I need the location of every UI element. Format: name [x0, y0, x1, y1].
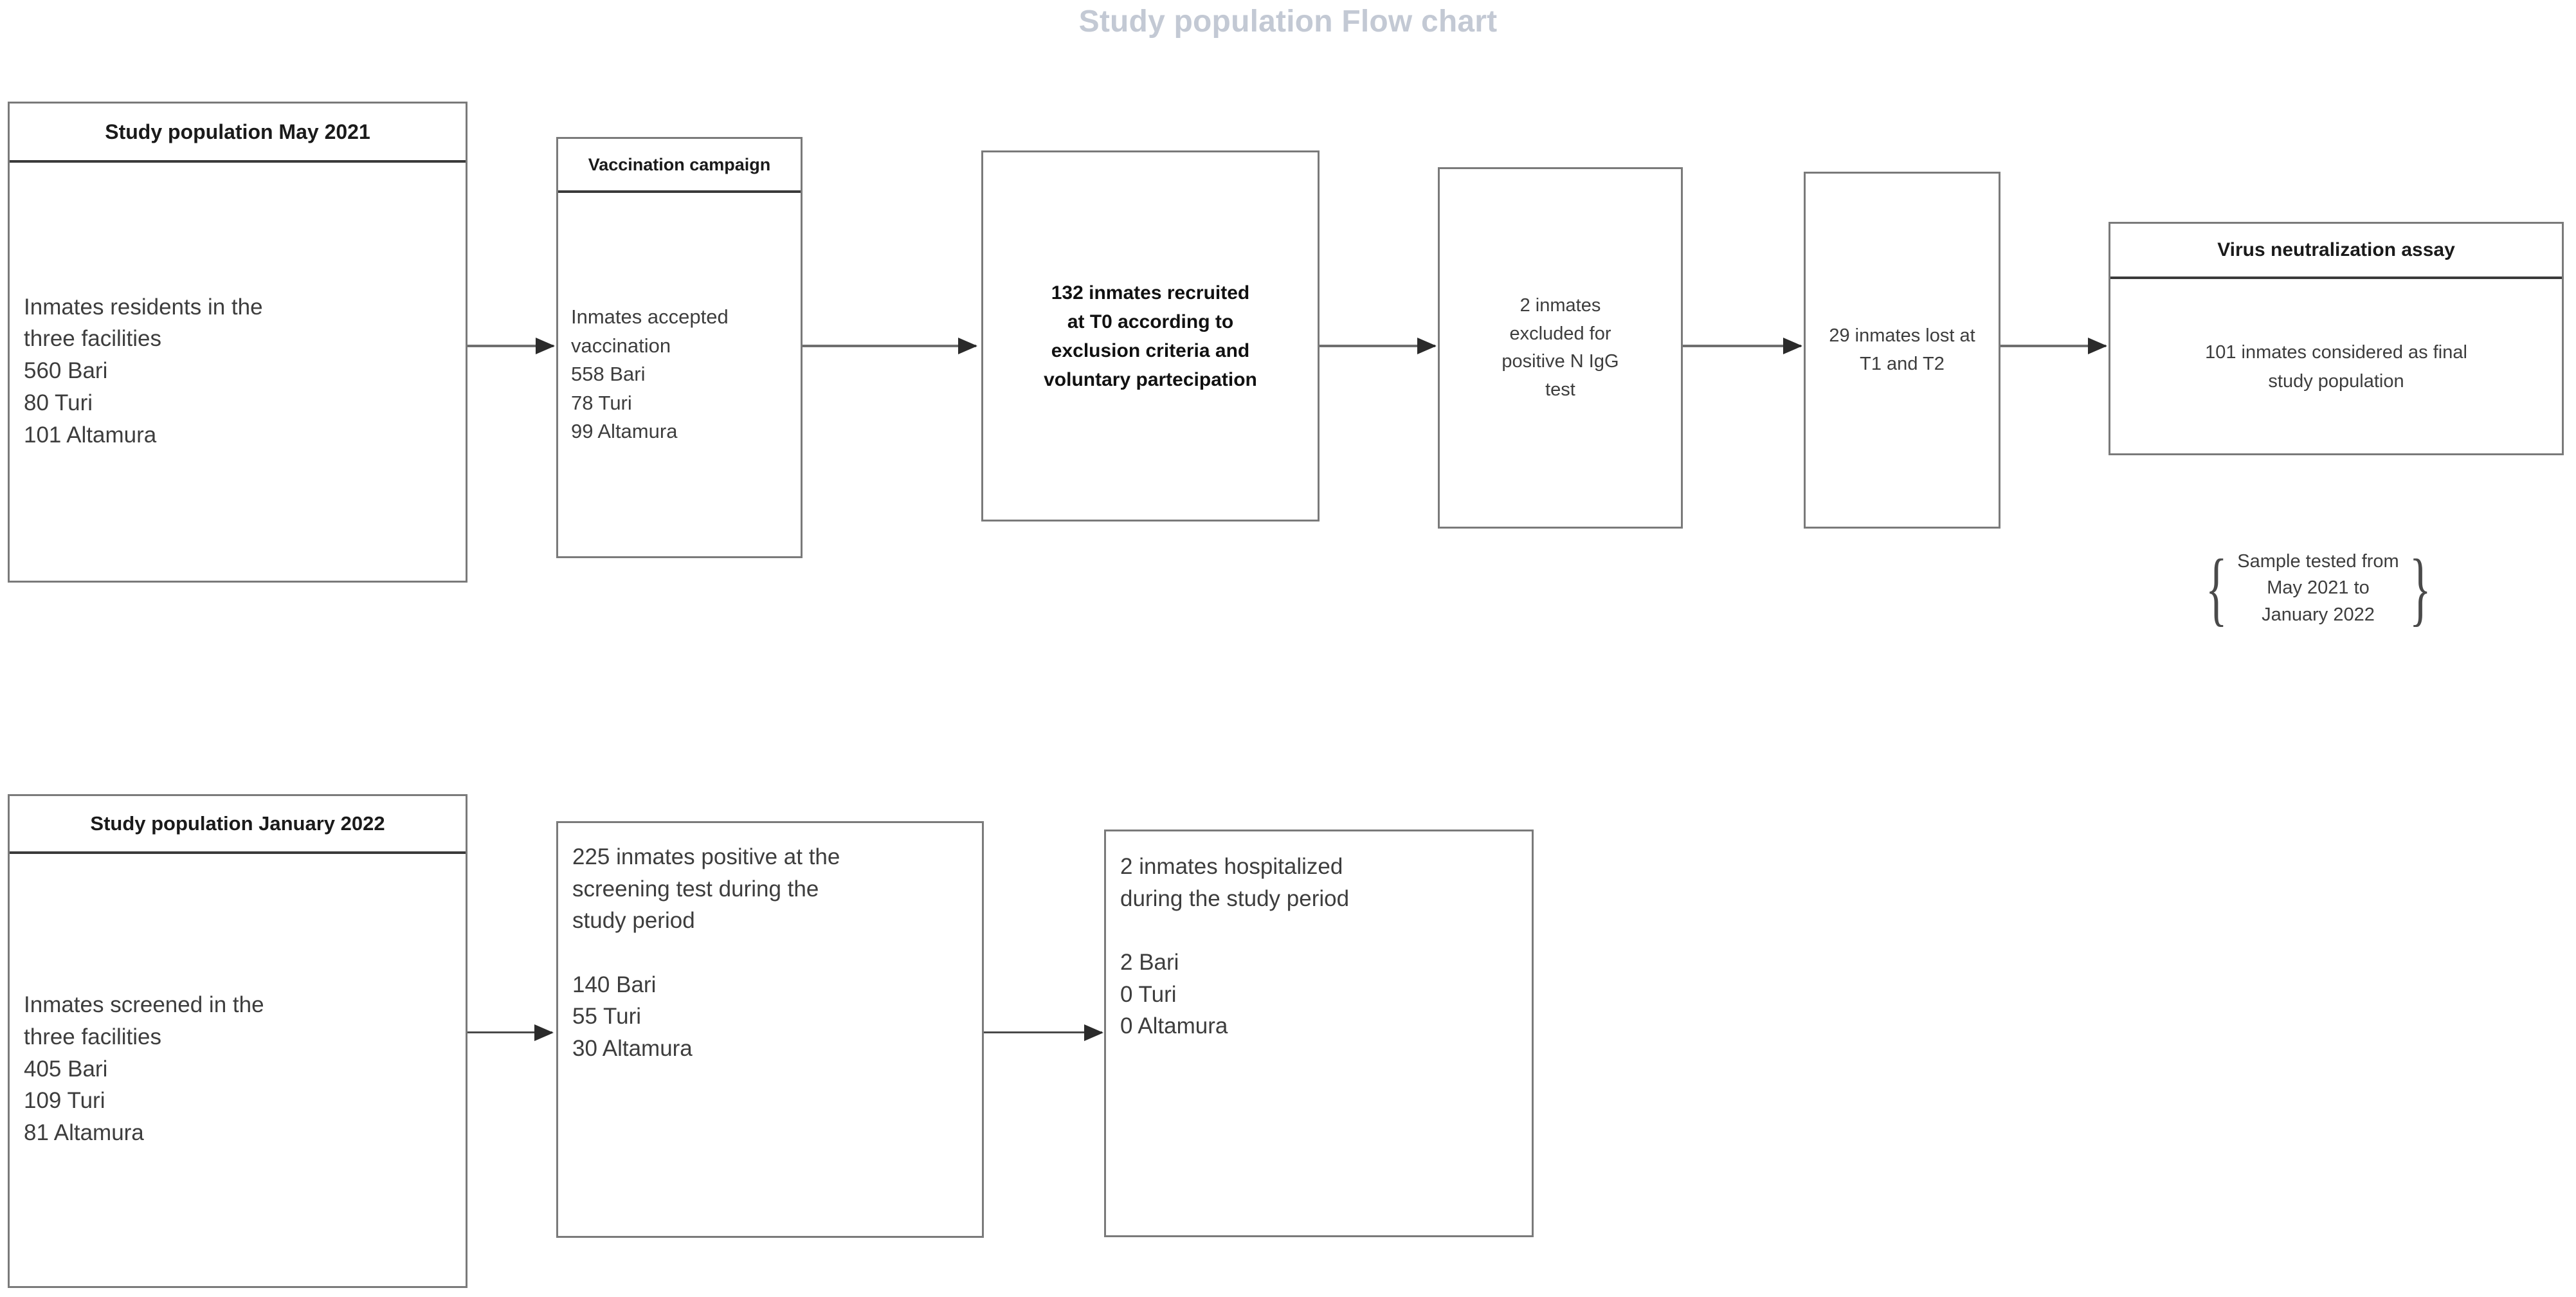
- node-vaccination-campaign[interactable]: Vaccination campaign Inmates accepted va…: [556, 137, 803, 558]
- arrow-bottom-node2-to-node3: [984, 1031, 1102, 1033]
- node-study-population-january-2022[interactable]: Study population January 2022 Inmates sc…: [8, 794, 467, 1288]
- node-header-study-population-may-2021: Study population May 2021: [10, 104, 466, 163]
- annotation-text: Sample tested from May 2021 to January 2…: [2237, 551, 2399, 625]
- arrow-node1-to-node2: [467, 345, 554, 347]
- arrow-node5-to-node6: [2000, 345, 2106, 347]
- arrow-node2-to-node3: [803, 345, 976, 347]
- node-body-lost-at-t1-t2: 29 inmates lost at T1 and T2: [1829, 325, 1975, 374]
- node-body-study-population-january-2022: Inmates screened in the three facilities…: [24, 992, 264, 1146]
- node-virus-neutralization-assay[interactable]: Virus neutralization assay 101 inmates c…: [2109, 222, 2564, 455]
- node-body-recruited-at-t0: 132 inmates recruited at T0 according to…: [1044, 282, 1257, 390]
- left-brace-icon: {: [2205, 542, 2227, 634]
- node-body-virus-neutralization-assay: 101 inmates considered as final study po…: [2205, 342, 2467, 392]
- page-title: Study population Flow chart: [1078, 5, 1498, 39]
- node-study-population-may-2021[interactable]: Study population May 2021 Inmates reside…: [8, 102, 467, 583]
- node-body-positive-screening-test: 225 inmates positive at the screening te…: [572, 844, 840, 1062]
- node-header-vaccination-campaign: Vaccination campaign: [558, 139, 801, 193]
- node-body-vaccination-campaign: Inmates accepted vaccination 558 Bari 78…: [571, 305, 729, 443]
- annotation-sample-tested-period: { Sample tested from May 2021 to January…: [2183, 543, 2453, 633]
- node-hospitalized-during-study[interactable]: 2 inmates hospitalized during the study …: [1104, 830, 1534, 1237]
- node-recruited-at-t0[interactable]: 132 inmates recruited at T0 according to…: [981, 150, 1320, 522]
- arrow-node4-to-node5: [1683, 345, 1801, 347]
- node-positive-screening-test[interactable]: 225 inmates positive at the screening te…: [556, 821, 984, 1238]
- node-header-virus-neutralization-assay: Virus neutralization assay: [2110, 224, 2562, 279]
- right-brace-icon: }: [2409, 542, 2431, 634]
- node-body-study-population-may-2021: Inmates residents in the three facilitie…: [24, 294, 263, 448]
- arrow-bottom-node1-to-node2: [467, 1031, 552, 1033]
- node-body-hospitalized-during-study: 2 inmates hospitalized during the study …: [1120, 854, 1350, 1039]
- node-excluded-positive-n-igg[interactable]: 2 inmates excluded for positive N IgG te…: [1438, 167, 1683, 529]
- arrow-node3-to-node4: [1320, 345, 1435, 347]
- node-header-study-population-january-2022: Study population January 2022: [10, 796, 466, 854]
- node-body-excluded-positive-n-igg: 2 inmates excluded for positive N IgG te…: [1501, 295, 1619, 400]
- node-lost-at-t1-t2[interactable]: 29 inmates lost at T1 and T2: [1804, 172, 2000, 529]
